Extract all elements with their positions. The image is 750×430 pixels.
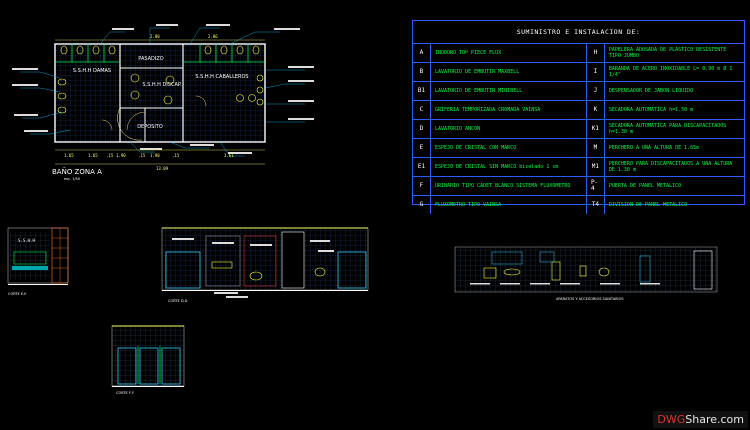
dim-b1: 1.65 (64, 153, 74, 158)
legend-code: K1 (587, 120, 605, 138)
legend-desc: LAVATORIO DE EMBUTIR MINIBELL (431, 82, 587, 100)
dim-top-1: 2.00 (150, 34, 160, 39)
legend-code: D (413, 120, 431, 138)
dim-b8: 3.61 (224, 153, 234, 158)
legend-desc: LAVATORIO DE EMBUTIR MAXBELL (431, 63, 587, 81)
watermark-dwg: DWG (657, 413, 686, 426)
room-discap: S.S.H.H DISCAP. (142, 82, 182, 88)
watermark-share: Share.com (685, 413, 744, 426)
aparatos-label: APARATOS Y ACCESORIOS SANITARIOS (556, 297, 624, 301)
svg-text:S.S.H.H: S.S.H.H (18, 238, 35, 243)
room-damas: S.S.H.H DAMAS (73, 68, 111, 74)
legend-code: E (413, 139, 431, 157)
legend-code: T4 (587, 196, 605, 214)
corte-f-label: CORTE F-F (116, 391, 134, 395)
legend-desc: BARANDA DE ACERO INOXIDABLE L= 0.90 m Ø … (608, 66, 733, 78)
dim-b2: 1.65 (88, 153, 98, 158)
legend-code: E1 (413, 158, 431, 176)
legend-desc: ESPEJO DE CRISTAL CON MARCO (431, 139, 587, 157)
legend-desc: PAPELERA ADOSADA DE PLASTICO RESISTENTE … (608, 47, 727, 59)
room-pasadizo: PASADIZO (138, 56, 164, 62)
room-deposito: DEPOSITO (137, 124, 163, 130)
legend-desc: SECADORA AUTOMATICA PARA DISCAPACITADOS … (608, 123, 727, 135)
section-d-d: CORTE D-D (161, 227, 369, 303)
legend-code: J (587, 82, 605, 100)
legend-desc: PERCHERO A UNA ALTURA DE 1.65m (608, 145, 700, 151)
watermark: DWGShare.com (653, 411, 748, 428)
legend-code: P-4 (587, 177, 605, 195)
section-f-f: CORTE F-F (111, 325, 185, 395)
legend-desc: INODORO TOP PIECE FLUX (431, 44, 587, 62)
room-caballeros: S.S.H.H CABALLEROS (195, 74, 248, 80)
dim-b6: 1.90 (150, 153, 160, 158)
legend-desc: FLUXOMETRO TIPO VAINSA (431, 196, 587, 214)
legend-code: A (413, 44, 431, 62)
dim-b4: 1.90 (116, 153, 126, 158)
legend-code: C (413, 101, 431, 119)
legend-code: M (587, 139, 605, 157)
dim-b3: .15 (106, 153, 114, 158)
legend-code: K (587, 101, 605, 119)
legend-desc: ESPEJO DE CRISTAL SIN MARCO biselado 1 c… (431, 158, 587, 176)
legend-code: B (413, 63, 431, 81)
legend-desc: DIVISION DE PANEL METALICO (608, 202, 688, 208)
dim-total: 13.09 (156, 166, 169, 171)
legend-code: F (413, 177, 431, 195)
legend-code: M1 (587, 158, 605, 176)
legend-desc: GRIFERIA TEMPORIZADA CROMADA VAINSA (431, 101, 587, 119)
dim-b5: .15 (138, 153, 146, 158)
plan-title: BAÑO ZONA A (52, 167, 102, 176)
legend-desc: DESPENSADOR DE JABON LIQUIDO (608, 88, 694, 94)
legend-code: H (587, 44, 605, 62)
legend-desc: PUERTA DE PANEL METALICO (608, 183, 682, 189)
legend-code: B1 (413, 82, 431, 100)
floor-plan: 2.00 2.06 (12, 24, 314, 181)
corte-d-label: CORTE D-D (168, 299, 188, 303)
dim-top-2: 2.06 (208, 34, 218, 39)
legend-desc: URINARIO TIPO CADET BLANCO SISTEMA FLUXO… (431, 177, 587, 195)
legend-code: G (413, 196, 431, 214)
dim-b7: .15 (172, 153, 180, 158)
fixtures-elevation: APARATOS Y ACCESORIOS SANITARIOS (454, 246, 718, 301)
legend-title: SUMINISTRO E INSTALACION DE: (413, 21, 744, 44)
legend-desc: LAVATORIO ANCON (431, 120, 587, 138)
legend-desc: PERCHERO PARA DISCAPACITADOS A UNA ALTUR… (608, 161, 733, 173)
corte-e-label: CORTE E-E (8, 292, 27, 296)
plan-scale: esc. 1/50 (64, 177, 80, 181)
legend-desc: SECADORA AUTOMATICA h=1.50 m (608, 107, 694, 113)
legend-code: I (587, 63, 605, 81)
section-e-e: S.S.H.H CORTE E-E (7, 227, 69, 296)
